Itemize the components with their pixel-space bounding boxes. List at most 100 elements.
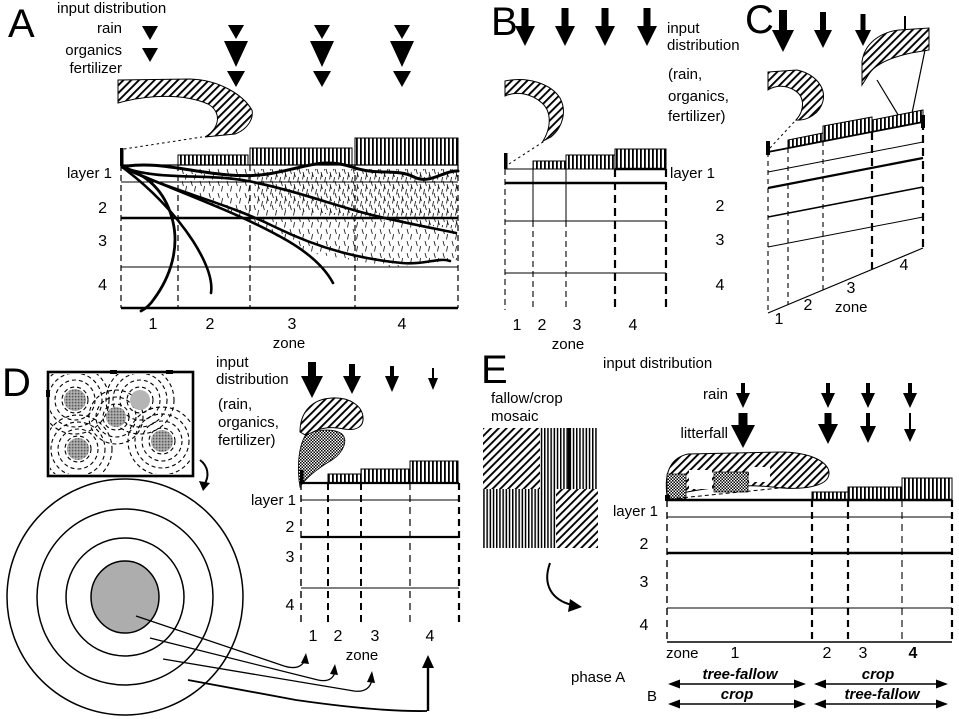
panel-e-letter: E <box>481 348 508 392</box>
panel-a-rain-label: rain <box>96 20 122 37</box>
panel-a-zone1-label: 1 <box>148 316 158 333</box>
panel-b-surface-tick <box>504 153 508 169</box>
panel-e-rain-arrows-icon <box>736 383 917 408</box>
panel-a-zone2-label: 2 <box>205 316 215 333</box>
panel-a-layer3-label: 3 <box>98 233 107 250</box>
panel-d-zone3-label: 3 <box>370 628 380 645</box>
panel-e-zone3-label: 3 <box>858 645 868 662</box>
panel-a-layer1-label: layer 1 <box>66 165 112 182</box>
panel-b-zone4-label: 4 <box>628 317 638 334</box>
panel-e-litterfall-arrows-icon <box>731 413 916 448</box>
panel-b-zone3-label: 3 <box>572 317 582 334</box>
panel-e-mosaic <box>483 428 598 548</box>
panel-e-phase-b-label: B <box>647 688 658 705</box>
panel-b-soil-grid <box>504 167 668 310</box>
panel-c-drip-line <box>769 120 796 149</box>
panel-c-canopy-right <box>861 27 930 87</box>
panel-d-litter-bars <box>327 460 459 484</box>
panel-a-organics-label: organics <box>65 42 122 59</box>
panel-c-zone3-label: 3 <box>846 280 856 297</box>
panel-e-soil-grid <box>666 498 954 643</box>
panel-d-canopy <box>299 397 364 437</box>
panel-b-layer4-label: 4 <box>715 277 725 294</box>
panel-e-phase-b-zone234-label: tree-fallow <box>844 686 920 703</box>
panel-a-graphics <box>117 25 460 313</box>
panel-e-surface-tick <box>665 495 670 501</box>
panel-b-layer1-label: layer 1 <box>670 165 716 182</box>
panel-d-layer4-label: 4 <box>285 597 295 614</box>
panel-e-rain-label: rain <box>702 386 728 403</box>
panel-c-litter-bars <box>787 109 924 149</box>
panel-a-zone3-label: 3 <box>287 316 297 333</box>
panel-d-concentric-circles <box>6 478 244 716</box>
panel-e-trunk-2 <box>713 471 749 493</box>
panel-a-soil-grid <box>120 164 459 310</box>
panel-c-zone-axis-label: zone <box>835 299 868 316</box>
panel-d-letter: D <box>2 361 31 405</box>
panel-d-surface-tick <box>300 470 304 483</box>
panel-e-title: input distribution <box>603 355 713 372</box>
panel-d-graphics <box>6 362 461 716</box>
panel-d-plan-ticks <box>46 370 173 397</box>
panel-b-zone-axis-label: zone <box>551 336 585 353</box>
panel-a-canopy <box>117 78 253 138</box>
panel-e-mosaic-label-2: mosaic <box>491 408 539 425</box>
panel-a-layer2-label: 2 <box>98 200 107 217</box>
panel-e-litter-bars <box>811 477 953 501</box>
panel-b-graphics <box>504 8 668 310</box>
panel-e-graphics <box>483 383 954 709</box>
panel-e-layer2-label: 2 <box>639 536 649 553</box>
panel-e-layer3-label: 3 <box>639 574 649 591</box>
panel-e-curved-arrow-icon <box>546 562 582 612</box>
panel-d-zone2-label: 2 <box>333 628 343 645</box>
panel-a-zone-axis-label: zone <box>272 335 306 352</box>
panel-d-zone1-label: 1 <box>308 628 318 645</box>
panel-e-layer4-label: 4 <box>639 617 649 634</box>
panel-b-paren-fertilizer: fertilizer) <box>668 108 726 125</box>
panel-e-zone4-label: 4 <box>908 645 918 662</box>
panel-c-surface-tick-left <box>766 141 770 155</box>
panel-d-paren-fertilizer: fertilizer) <box>218 432 276 449</box>
panel-e-layer1-label: layer 1 <box>612 503 658 520</box>
panel-d-trunk <box>298 429 346 489</box>
panel-d-title: input distribution <box>216 354 289 388</box>
panel-a-fertilizer-label: fertilizer <box>69 60 122 77</box>
panel-b-layer3-label: 3 <box>715 232 725 249</box>
panel-d-layer2-label: 2 <box>285 519 295 536</box>
panel-e-zone-axis-label: zone <box>666 645 699 662</box>
panel-a-title: input distribution <box>57 0 167 17</box>
panel-a-canopy-drip-line <box>123 136 203 150</box>
panel-a-input-arrows-icon <box>142 25 414 87</box>
panel-d-zone-pointer-heads <box>301 653 434 683</box>
panel-c-zone1-label: 1 <box>774 311 784 328</box>
panel-d-paren-rain: (rain, <box>218 396 253 413</box>
panel-e-phase-a-zone234-label: crop <box>861 666 895 683</box>
panel-a-surface-tick <box>120 148 124 166</box>
panel-b-paren-organics: organics, <box>668 88 729 105</box>
panel-d-paren-organics: organics, <box>218 414 279 431</box>
panel-c-surface-tick-right <box>921 115 925 128</box>
panel-d-tree-clusters <box>50 374 191 474</box>
panel-c-soil-grid <box>767 121 925 314</box>
panel-d-curved-arrow-icon <box>199 459 210 491</box>
panel-b-canopy <box>504 79 564 143</box>
panel-c-zone2-label: 2 <box>803 297 813 314</box>
panel-b-canopy-drip-line <box>508 139 547 165</box>
panel-b-paren-rain: (rain, <box>668 66 703 83</box>
panel-a-zone4-label: 4 <box>397 316 407 333</box>
panel-b-zone1-label: 1 <box>512 317 522 334</box>
panel-d-input-arrows-icon <box>301 362 438 398</box>
panel-d-layer1-label: layer 1 <box>250 492 296 509</box>
panel-d-zone-axis-label: zone <box>345 647 379 664</box>
panel-c-canopy-left <box>767 69 824 121</box>
panel-a-roots <box>120 161 460 313</box>
panel-a-litter-bars <box>177 137 459 166</box>
panel-e-mosaic-label-1: fallow/crop <box>491 390 563 407</box>
panel-b-input-arrows-icon <box>515 8 657 46</box>
panel-e-drip-line <box>669 486 791 500</box>
panel-d-soil-grid <box>300 481 461 622</box>
panel-e-canopy-gap-2 <box>749 467 770 482</box>
panel-e-phase-arrows <box>668 679 948 709</box>
